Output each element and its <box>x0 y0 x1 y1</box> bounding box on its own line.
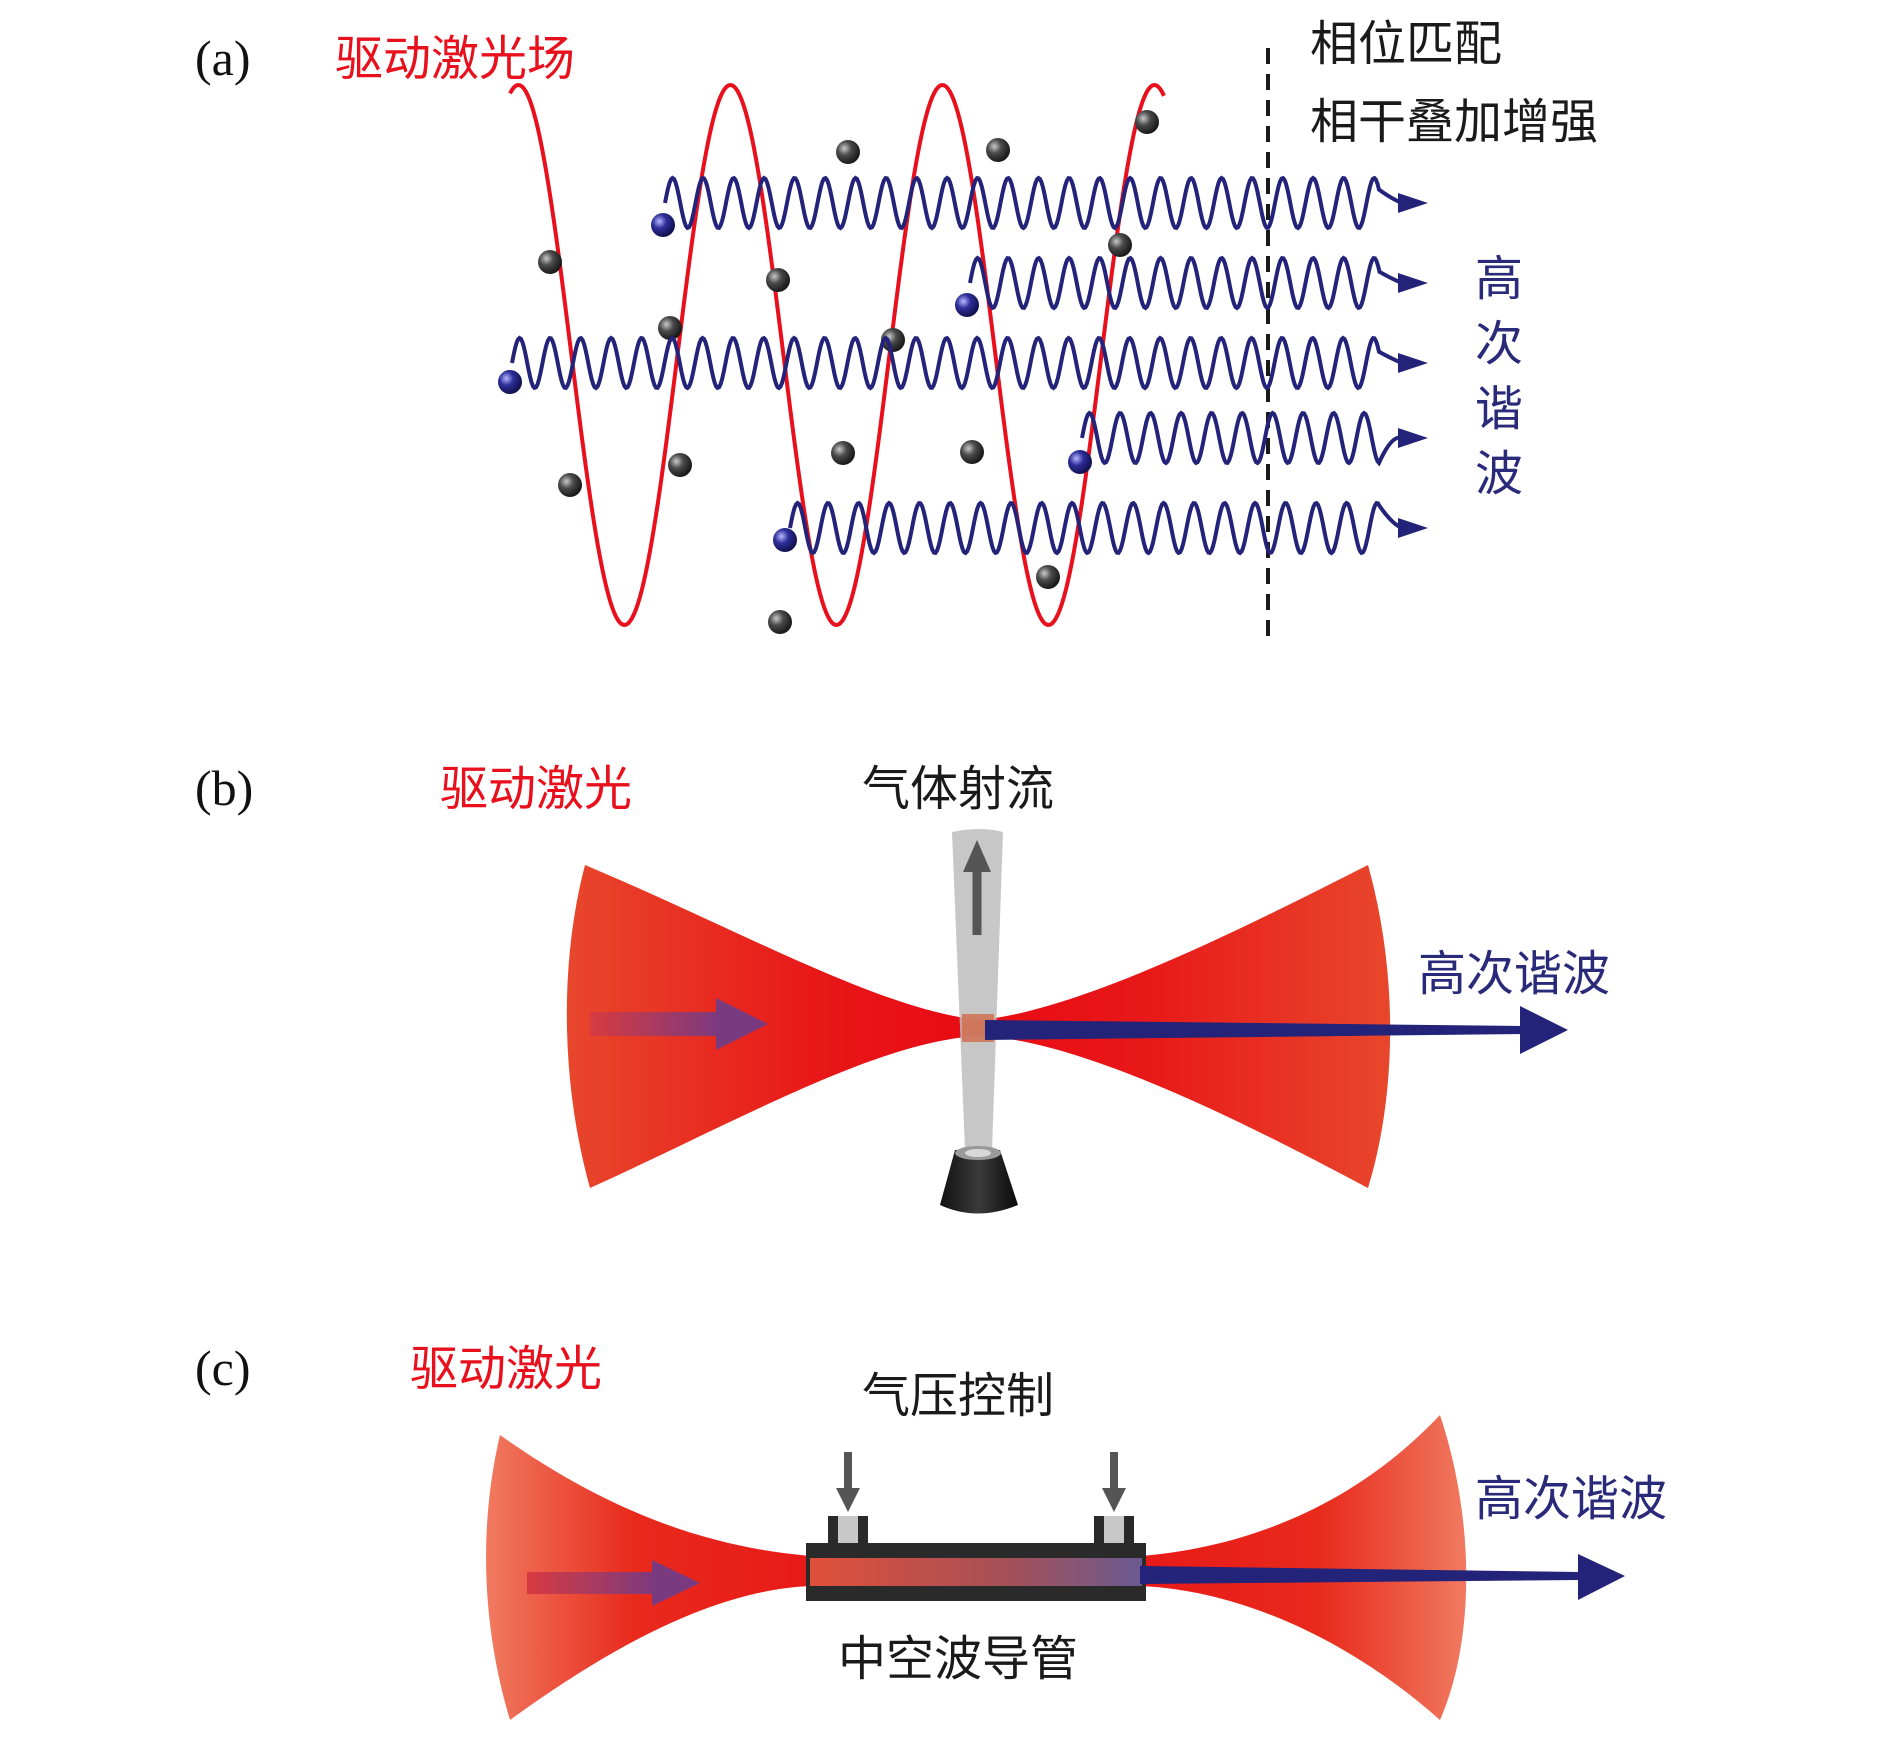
harmonic-char-3: 谐 <box>1475 381 1523 437</box>
ionized-atoms <box>498 213 1092 552</box>
harmonic-wavelet <box>1080 410 1403 467</box>
ionized-atom <box>498 370 522 394</box>
driving-laser-label-c: 驱动激光 <box>410 1341 602 1397</box>
panel-a-label: (a) <box>195 30 251 86</box>
panel-c-label: (c) <box>195 1340 251 1396</box>
neutral-atom <box>831 441 855 465</box>
harmonics-label-b: 高次谐波 <box>1418 946 1610 1002</box>
panel-a: (a) 驱动激光场 相位匹配 相干叠加增强 高 次 谐 波 <box>195 16 1598 640</box>
neutral-atom <box>668 453 692 477</box>
neutral-atom <box>960 440 984 464</box>
wavelet-arrowhead <box>1398 428 1428 448</box>
neutral-atom <box>1108 233 1132 257</box>
hollow-waveguide <box>806 1516 1146 1601</box>
driving-field-label: 驱动激光场 <box>335 31 575 87</box>
harmonic-char-2: 次 <box>1475 316 1523 372</box>
neutral-atom <box>986 138 1010 162</box>
ionized-atom <box>773 528 797 552</box>
neutral-atom <box>1135 110 1159 134</box>
harmonic-wavelet <box>788 500 1403 556</box>
neutral-atom <box>1036 565 1060 589</box>
panel-b: (b) 驱动激光 气体射流 高次谐波 <box>195 760 1610 1214</box>
coherent-enhancement-label: 相干叠加增强 <box>1310 94 1598 150</box>
pressure-arrow-right <box>1102 1452 1126 1512</box>
neutral-atom <box>836 140 860 164</box>
harmonic-wavelet <box>968 255 1403 311</box>
neutral-atom <box>881 328 905 352</box>
hollow-waveguide-label: 中空波导管 <box>838 1631 1078 1687</box>
harmonic-char-1: 高 <box>1475 251 1523 307</box>
harmonic-wavelet <box>663 175 1403 231</box>
harmonic-wavelets <box>510 175 1428 556</box>
neutral-atom <box>558 473 582 497</box>
panel-c: (c) 驱动激光 气压控制 高次谐波 中空波导管 <box>195 1340 1667 1720</box>
harmonic-wavelet <box>510 335 1403 391</box>
ionized-atom <box>651 213 675 237</box>
incoming-laser-arrow-b <box>590 998 768 1050</box>
incoming-laser-arrow-c <box>527 1560 700 1606</box>
gas-nozzle <box>940 1146 1018 1214</box>
harmonic-output-arrow-b <box>985 1006 1568 1054</box>
gas-jet-column <box>952 829 1003 1150</box>
wavelet-arrowhead <box>1398 193 1428 213</box>
gas-jet-label: 气体射流 <box>862 761 1054 817</box>
neutral-atom <box>658 316 682 340</box>
neutral-atom <box>768 610 792 634</box>
neutral-atom <box>538 250 562 274</box>
panel-b-label: (b) <box>195 760 253 816</box>
neutral-atoms <box>538 110 1159 634</box>
wavelet-arrowhead <box>1398 518 1428 538</box>
ionized-atom <box>1068 450 1092 474</box>
driving-laser-label-b: 驱动激光 <box>440 761 632 817</box>
phase-matching-label: 相位匹配 <box>1310 16 1502 72</box>
wavelet-arrowhead <box>1398 353 1428 373</box>
pressure-arrow-left <box>836 1452 860 1512</box>
wavelet-arrowhead <box>1398 273 1428 293</box>
gas-flow-arrow <box>963 840 991 935</box>
harmonic-output-arrow-c <box>1140 1554 1625 1600</box>
driving-laser-wave <box>508 82 1166 628</box>
neutral-atom <box>766 268 790 292</box>
ionized-atom <box>955 293 979 317</box>
harmonics-label-c: 高次谐波 <box>1475 1471 1667 1527</box>
pressure-control-label: 气压控制 <box>862 1368 1054 1424</box>
harmonic-char-4: 波 <box>1475 446 1523 502</box>
